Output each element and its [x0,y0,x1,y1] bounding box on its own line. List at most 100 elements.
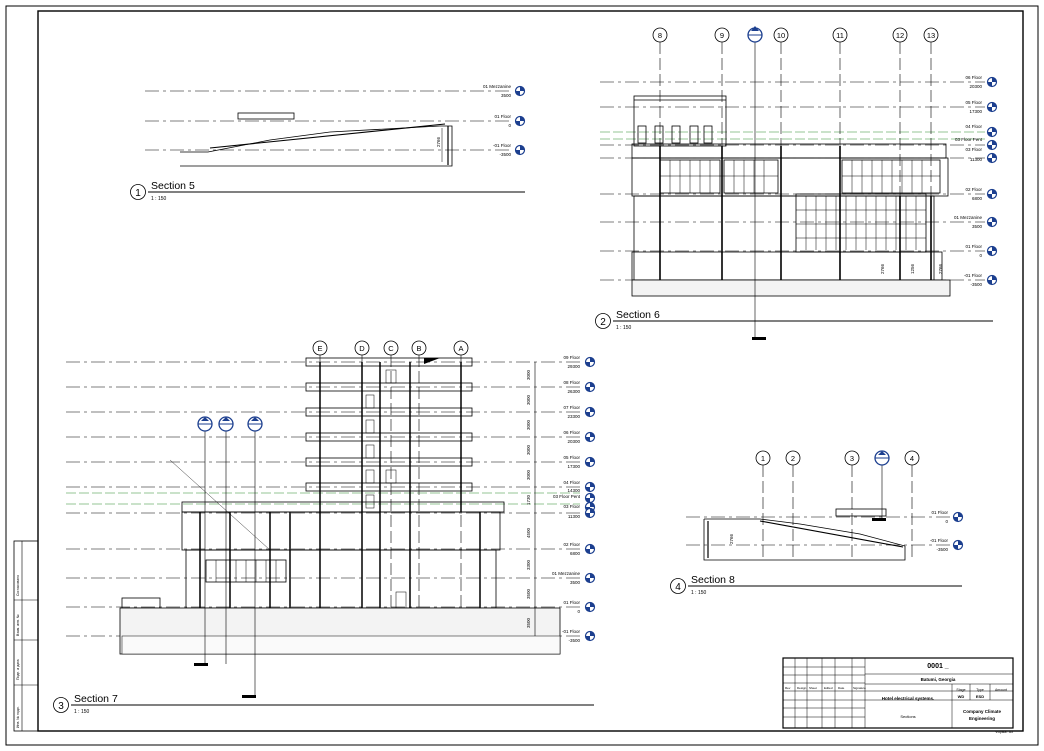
level-line [600,81,985,281]
level-elev: 11300 [970,157,983,162]
amount-header: Amount [995,688,1007,692]
grid-bubble: D [354,340,370,356]
company-name-2: Engineering [969,716,995,721]
level-name: 03 Floor Pent [553,494,581,499]
level-name: 01 Mezzanine [954,215,983,220]
level-name: 05 Floor [563,455,580,460]
level-elev: 3500 [570,580,581,585]
level-name: -01 Floor [493,143,512,148]
level-marker-icon [514,85,526,97]
level-name: 09 Floor [563,355,580,360]
level-marker-icon [584,381,596,393]
view-title: Section 8 [691,574,735,586]
level-elev: 3500 [972,224,983,229]
level-marker-icon [584,456,596,468]
level-name: 01 Mezzanine [483,84,512,89]
grid-bubble: A [453,340,469,356]
view-section-5: 2766 01 Mezzanine 3500 01 Floor 0 -01 Fl… [130,84,526,202]
foundation [631,279,951,297]
grid-label: B [416,344,421,353]
grid-label: C [388,344,394,353]
level-elev: -3500 [568,638,580,643]
dim-text: 3000 [526,369,531,380]
level-marker-icon [584,481,596,493]
level-name: 03 Floor [965,147,982,152]
level-marker-icon [584,543,596,555]
level-elev: 20300 [567,439,580,444]
level-elev: -3500 [970,282,982,287]
level-elev: 17300 [969,109,982,114]
section-head-icon [218,416,234,432]
level-elev: 17300 [567,464,580,469]
section-head-icon [197,416,213,432]
dim-text: 1256 [910,263,915,274]
view-number: 2 [600,317,606,328]
rev-header: Sheet [809,686,817,690]
rev-header: Design [797,686,807,690]
grid-label: A [458,344,463,353]
level-elev: 0 [945,519,948,524]
level-marker-icon [952,511,964,523]
grid-label: 13 [927,31,935,40]
grid-label: 12 [896,31,904,40]
level-elev: -3500 [499,152,511,157]
rev-header: Rev [785,686,791,690]
level-marker-icon [584,572,596,584]
level-elev: 26300 [567,389,580,394]
level-name: -01 Floor [562,629,581,634]
level-name: 01 Floor [563,600,580,605]
level-marker-icon [986,245,998,257]
view-number: 1 [135,188,141,199]
dim-text: 4500 [526,527,531,538]
level-name: 03 Floor [563,504,580,509]
level-marker-icon [986,188,998,200]
view-number-circle [670,578,686,594]
roof-slab [237,112,295,120]
revision-headers: Rev Design Sheet Edited Date Signature [785,686,866,690]
level-line [145,90,510,151]
ramp-outline [703,518,906,561]
dim-text: 3000 [526,394,531,405]
outer-border [5,5,1039,746]
grid-label: 8 [658,31,662,40]
sheet-format: Формат А3 [995,730,1013,734]
grid-label: 9 [720,31,724,40]
dim-text: 3300 [526,559,531,570]
view-scale: 1 : 150 [151,196,167,202]
rev-header: Date [838,686,845,690]
rev-header: Signature [853,686,866,690]
level-name: 01 Floor [494,114,511,119]
level-marker-icon [514,115,526,127]
level-name: 04 Floor [563,480,580,485]
level-marker-icon [514,144,526,156]
view-section-6: 2766 1256 2766 8 9 10 11 12 13 06 Floor … [595,26,998,340]
level-marker-icon [584,431,596,443]
sheet-number: 0001 _ [927,663,949,670]
stage-value: WD [958,694,965,699]
project-name: Hotel electrical systems. [882,696,935,701]
grid-label: 2 [791,454,795,463]
grid-label: 11 [836,31,844,40]
view-number-circle [130,184,146,200]
level-elev: -3500 [936,547,948,552]
level-name: 07 Floor [563,405,580,410]
section-head-icon [247,416,263,432]
level-line [686,516,950,546]
section-head-icon [747,26,763,43]
level-name: 05 Floor [965,100,982,105]
level-marker-icon [986,216,998,228]
level-elev: 20300 [969,84,982,89]
stage-header: Stage [956,688,965,692]
stamp-label-2: Подп. и дата [16,659,20,680]
roof-slab [835,508,887,517]
level-name: 04 Floor [965,124,982,129]
stamp-label-3: Взам. инв. № [16,614,20,636]
grid-bubble: 1 [755,450,771,466]
grid-bubble: 13 [923,27,939,43]
grid-label: D [359,344,365,353]
level-elev: 14300 [567,488,580,493]
view-section-7: 3000 3000 3000 3000 3000 1730 4500 3300 … [53,340,596,715]
dim-text: 3500 [526,617,531,628]
dimension-string: 3000 3000 3000 3000 3000 1730 4500 3300 … [526,369,531,628]
